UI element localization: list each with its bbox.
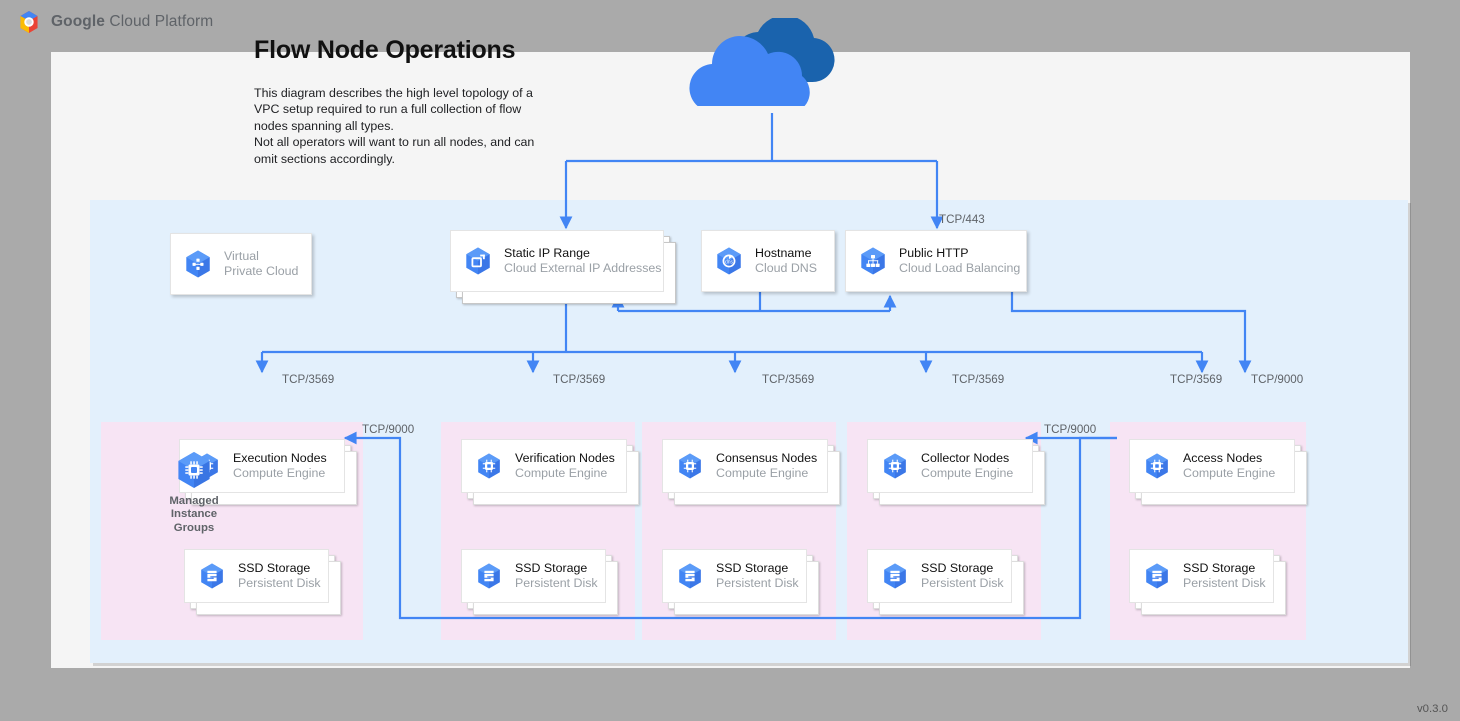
page-title: Flow Node Operations (254, 36, 516, 64)
card-title: Consensus Nodes (716, 451, 818, 466)
port-label-access-to-collector: TCP/9000 (1044, 423, 1097, 436)
card-subtitle: Compute Engine (921, 466, 1014, 480)
port-label-verification-tcp-3569: TCP/3569 (553, 373, 606, 386)
card-text: Public HTTP Cloud Load Balancing (899, 246, 1020, 275)
compute-engine-icon (478, 453, 500, 479)
card-ssd-storage-consensus[interactable]: SSD Storage Persistent Disk (662, 549, 807, 603)
managed-instance-group-icon (178, 452, 210, 488)
card-subtitle: Compute Engine (233, 466, 326, 480)
card-subtitle: Cloud DNS (755, 261, 817, 275)
cloud-dns-icon: dns (717, 247, 741, 275)
cloud-load-balancing-icon (861, 247, 885, 275)
persistent-disk-icon (679, 563, 701, 589)
port-label-execution-tcp-3569: TCP/3569 (282, 373, 335, 386)
card-ssd-storage-execution[interactable]: SSD Storage Persistent Disk (184, 549, 329, 603)
card-ssd-storage-verification[interactable]: SSD Storage Persistent Disk (461, 549, 606, 603)
gcp-header-bar: Google Cloud Platform (0, 0, 1460, 44)
card-text: Hostname Cloud DNS (755, 246, 817, 275)
card-consensus-nodes[interactable]: Consensus Nodes Compute Engine (662, 439, 828, 493)
version-label: v0.3.0 (1416, 703, 1448, 715)
card-text: Virtual Private Cloud (224, 249, 298, 278)
card-verification-nodes[interactable]: Verification Nodes Compute Engine (461, 439, 627, 493)
persistent-disk-icon (884, 563, 906, 589)
brand-bold: Google (51, 13, 105, 30)
card-title: SSD Storage (1183, 561, 1256, 576)
port-label-tcp-443: TCP/443 (939, 213, 985, 226)
card-subtitle: Persistent Disk (515, 576, 598, 590)
card-text: Consensus Nodes Compute Engine (716, 451, 817, 480)
card-title: Hostname (755, 246, 812, 261)
card-text: Execution Nodes Compute Engine (233, 451, 327, 480)
card-ssd-storage-access[interactable]: SSD Storage Persistent Disk (1129, 549, 1274, 603)
gcp-wordmark: Google Cloud Platform (51, 13, 213, 31)
svg-text:dns: dns (725, 259, 734, 265)
card-subtitle: Cloud External IP Addresses (504, 261, 662, 275)
card-subtitle: Persistent Disk (716, 576, 799, 590)
cloud-external-ip-icon (466, 247, 490, 275)
card-virtual-private-cloud[interactable]: Virtual Private Cloud (170, 233, 312, 295)
card-public-http[interactable]: Public HTTP Cloud Load Balancing (845, 230, 1027, 292)
card-text: Static IP Range Cloud External IP Addres… (504, 246, 662, 275)
card-text: SSD Storage Persistent Disk (515, 561, 598, 590)
card-subtitle: Persistent Disk (921, 576, 1004, 590)
persistent-disk-icon (201, 563, 223, 589)
port-label-access-tcp-3569: TCP/3569 (1170, 373, 1223, 386)
compute-engine-icon (884, 453, 906, 479)
persistent-disk-icon (478, 563, 500, 589)
cloud-icon (681, 18, 863, 113)
vpc-region: Managed Instance Groups Virtual Private … (90, 200, 1408, 663)
card-title: Static IP Range (504, 246, 590, 261)
managed-instance-groups-label: Managed Instance Groups (169, 495, 219, 534)
card-title: Access Nodes (1183, 451, 1263, 466)
card-access-nodes[interactable]: Access Nodes Compute Engine (1129, 439, 1295, 493)
card-title: SSD Storage (238, 561, 311, 576)
card-subtitle: Private Cloud (224, 264, 299, 278)
card-collector-nodes[interactable]: Collector Nodes Compute Engine (867, 439, 1033, 493)
card-title: SSD Storage (921, 561, 994, 576)
page-description: This diagram describes the high level to… (254, 85, 535, 166)
card-text: SSD Storage Persistent Disk (1183, 561, 1266, 590)
compute-engine-icon (679, 453, 701, 479)
card-title: Collector Nodes (921, 451, 1010, 466)
card-hostname[interactable]: dns Hostname Cloud DNS (701, 230, 835, 292)
card-subtitle: Compute Engine (1183, 466, 1276, 480)
port-label-access-to-execution: TCP/9000 (362, 423, 415, 436)
card-title: Execution Nodes (233, 451, 327, 466)
card-ssd-storage-collector[interactable]: SSD Storage Persistent Disk (867, 549, 1012, 603)
card-text: Collector Nodes Compute Engine (921, 451, 1013, 480)
port-label-consensus-tcp-3569: TCP/3569 (762, 373, 815, 386)
card-subtitle: Cloud Load Balancing (899, 261, 1021, 275)
card-static-ip-range[interactable]: Static IP Range Cloud External IP Addres… (450, 230, 664, 292)
gcp-hexagon-logo-icon (20, 11, 38, 33)
card-subtitle: Persistent Disk (1183, 576, 1266, 590)
card-title: Public HTTP (899, 246, 969, 261)
card-title: Verification Nodes (515, 451, 615, 466)
card-text: SSD Storage Persistent Disk (238, 561, 321, 590)
card-subtitle: Persistent Disk (238, 576, 321, 590)
port-label-access-tcp-9000: TCP/9000 (1251, 373, 1304, 386)
card-subtitle: Compute Engine (515, 466, 608, 480)
card-text: Verification Nodes Compute Engine (515, 451, 615, 480)
title-block: Flow Node Operations This diagram descri… (254, 36, 674, 167)
managed-instance-groups: Managed Instance Groups (167, 450, 221, 535)
card-text: Access Nodes Compute Engine (1183, 451, 1275, 480)
diagram-canvas: Flow Node Operations This diagram descri… (51, 36, 1410, 668)
card-text: SSD Storage Persistent Disk (716, 561, 799, 590)
persistent-disk-icon (1146, 563, 1168, 589)
card-title: Virtual (224, 249, 259, 264)
card-title: SSD Storage (716, 561, 789, 576)
compute-engine-icon (1146, 453, 1168, 479)
card-subtitle: Compute Engine (716, 466, 809, 480)
card-title: SSD Storage (515, 561, 588, 576)
brand-rest: Cloud Platform (105, 13, 214, 30)
card-text: SSD Storage Persistent Disk (921, 561, 1004, 590)
vpc-icon (186, 250, 210, 278)
port-label-collector-tcp-3569: TCP/3569 (952, 373, 1005, 386)
